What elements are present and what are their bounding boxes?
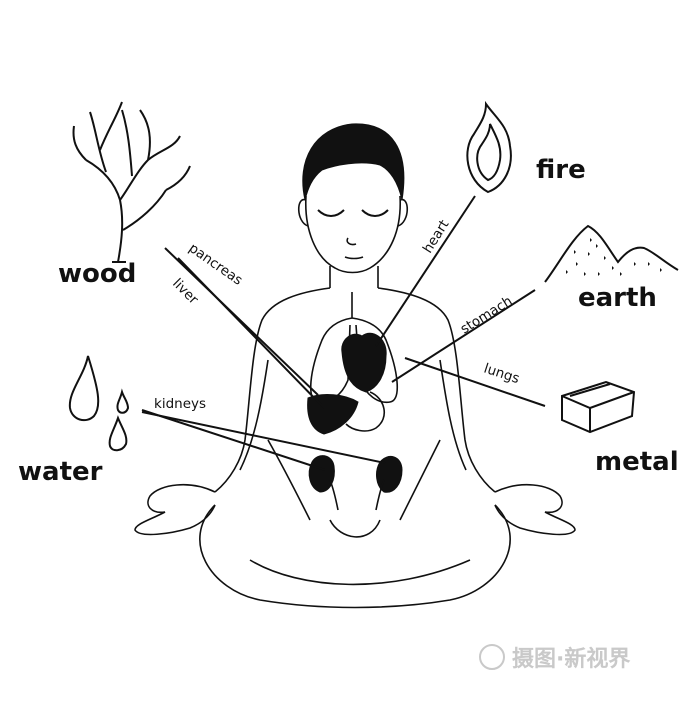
left-ear	[297, 199, 309, 227]
kidneys-line-2	[141, 411, 386, 464]
earth-label: earth	[578, 283, 657, 313]
liver-label: liver	[169, 276, 201, 308]
heart-shape	[341, 332, 387, 393]
right-eye	[361, 209, 389, 217]
water-drops-icon	[68, 355, 130, 452]
metal-bar-icon	[561, 380, 636, 434]
heart-line	[375, 195, 476, 347]
stomach-line	[391, 289, 536, 383]
stomach-shape	[345, 391, 386, 432]
left-hand	[134, 483, 216, 536]
nose	[346, 237, 357, 246]
kidneys-line-1	[141, 409, 326, 471]
watermark-text: 摄图·新视界	[512, 646, 630, 672]
hair	[302, 123, 405, 201]
right-hand	[494, 483, 576, 536]
meditating-figure	[134, 123, 576, 609]
pancreas-line	[164, 247, 319, 396]
pancreas-label: pancreas	[186, 240, 246, 288]
stomach-label: stomach	[458, 293, 516, 337]
liver-line	[177, 257, 325, 409]
wood-label: wood	[58, 259, 136, 289]
mountain-icon	[544, 224, 679, 283]
crossed-legs	[199, 504, 511, 609]
left-eye	[317, 209, 345, 217]
tree-icon	[72, 101, 191, 263]
left-kidney	[308, 455, 335, 493]
right-ear	[397, 199, 409, 227]
connector-lines	[141, 195, 546, 471]
watermark-logo-icon	[479, 644, 505, 670]
fire-label: fire	[536, 155, 586, 185]
lungs-line	[404, 357, 546, 407]
metal-label: metal	[595, 447, 679, 477]
watermark: 摄图·新视界	[479, 644, 630, 672]
water-label: water	[18, 457, 103, 487]
organ-labels: pancreas liver heart stomach lungs kidne…	[154, 217, 521, 412]
torso-outline	[214, 287, 496, 493]
lungs-label: lungs	[482, 361, 522, 387]
arm-lines	[239, 359, 467, 471]
waist	[267, 439, 441, 521]
face	[305, 195, 401, 274]
element-labels: wood fire earth metal water	[18, 155, 679, 487]
mouth	[344, 256, 364, 260]
organs	[307, 292, 403, 511]
kidneys-label: kidneys	[154, 396, 206, 412]
neck	[329, 266, 379, 288]
flame-icon	[466, 100, 512, 194]
kidney-tubes	[329, 479, 385, 511]
